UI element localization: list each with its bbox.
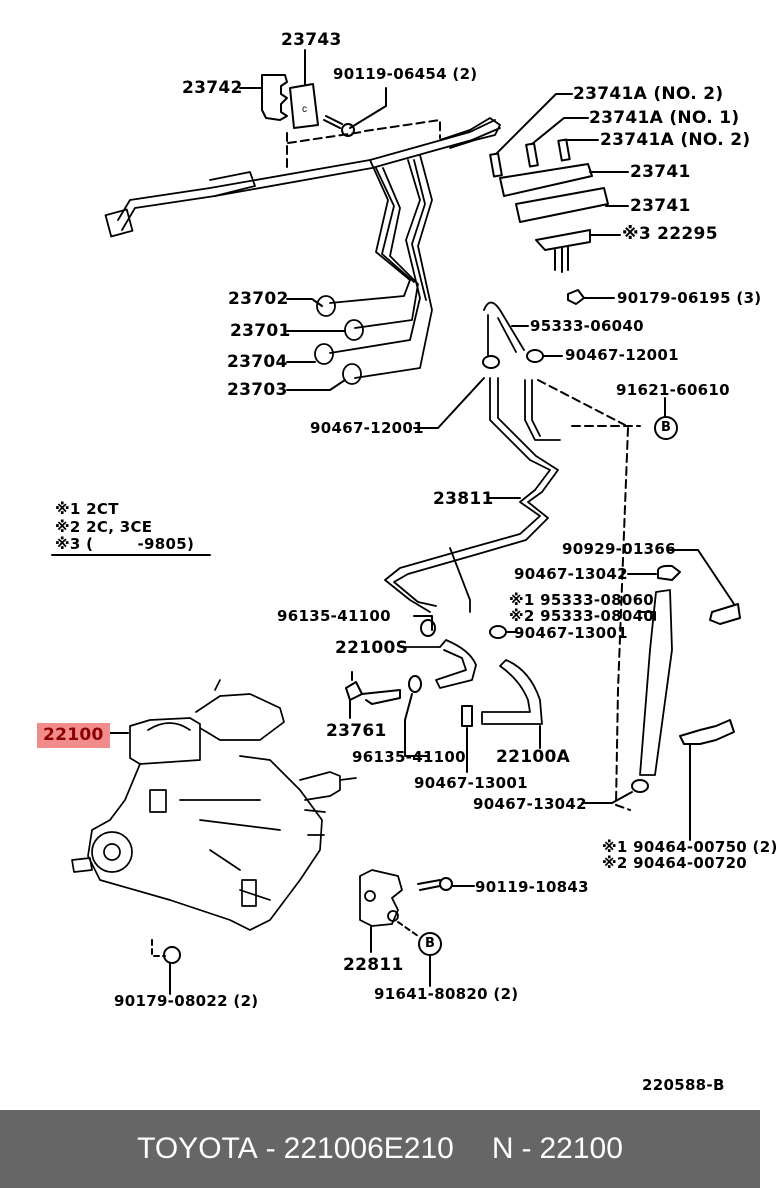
label-23703[interactable]: 23703	[227, 380, 288, 400]
label-23701[interactable]: 23701	[230, 321, 291, 341]
drawing-code: 220588-B	[642, 1076, 725, 1094]
label-23741a-no2-top[interactable]: 23741A (NO. 2)	[573, 84, 724, 104]
label-90467-13042-lower[interactable]: 90467-13042	[473, 795, 587, 813]
label-90467-13042-upper[interactable]: 90467-13042	[514, 565, 628, 583]
note-1-mark: ※1	[55, 500, 81, 518]
label-22100-highlighted[interactable]: 22100	[37, 723, 110, 748]
label-91621-60610[interactable]: 91621-60610	[616, 381, 730, 399]
note-1: ※1 2CT	[55, 502, 119, 517]
label-90119-06454[interactable]: 90119-06454 (2)	[333, 65, 478, 83]
label-96135-41100-lower[interactable]: 96135-41100	[352, 748, 466, 766]
note-1-text: 2CT	[86, 500, 119, 518]
label-23811[interactable]: 23811	[433, 489, 494, 509]
label-22100s[interactable]: 22100S	[335, 638, 409, 658]
note-3-text: ( -9805)	[86, 535, 195, 553]
bracket-22811-shape	[359, 869, 403, 927]
callout-b-upper: B	[654, 416, 678, 440]
note-2-text: 2C, 3CE	[86, 518, 153, 536]
label-90179-08022[interactable]: 90179-08022 (2)	[114, 992, 259, 1010]
svg-text:c: c	[302, 104, 307, 115]
label-90179-06195[interactable]: 90179-06195 (3)	[617, 289, 762, 307]
footer-brand: TOYOTA	[137, 1132, 258, 1165]
label-23704[interactable]: 23704	[227, 352, 288, 372]
label-96135-41100-upper[interactable]: 96135-41100	[277, 607, 391, 625]
label-90464-00750[interactable]: ※1 90464-00750 (2)	[602, 838, 778, 856]
footer-separator-2: -	[521, 1132, 532, 1165]
label-90119-10843[interactable]: 90119-10843	[475, 878, 589, 896]
note-2-mark: ※2	[55, 518, 81, 536]
label-23702[interactable]: 23702	[228, 289, 289, 309]
label-95333-08040[interactable]: ※2 95333-08040	[509, 607, 655, 625]
injection-pipes-shape	[104, 117, 501, 385]
note-2: ※2 2C, 3CE	[55, 520, 152, 535]
label-91641-80820[interactable]: 91641-80820 (2)	[374, 985, 519, 1003]
label-23761[interactable]: 23761	[326, 721, 387, 741]
label-23741-lower[interactable]: 23741	[630, 196, 691, 216]
parts-diagram: c	[37, 30, 778, 1094]
label-22811[interactable]: 22811	[343, 955, 404, 975]
note-3: ※3 ( -9805)	[55, 537, 194, 552]
footer-bar: TOYOTA - 221006E210 N - 22100	[0, 1110, 760, 1188]
label-95333-06040[interactable]: 95333-06040	[530, 317, 644, 335]
label-22295[interactable]: ※3 22295	[622, 224, 718, 244]
label-90467-12001-upper[interactable]: 90467-12001	[565, 346, 679, 364]
label-23741a-no2-bottom[interactable]: 23741A (NO. 2)	[600, 130, 751, 150]
label-90467-13001-lower[interactable]: 90467-13001	[414, 774, 528, 792]
label-90929-01366[interactable]: 90929-01366	[562, 540, 676, 558]
callout-b-lower: B	[418, 932, 442, 956]
diagram-drawing: c	[51, 49, 741, 995]
clamp-23741-shapes	[489, 138, 609, 273]
clamp-23743-shape: c	[289, 83, 319, 129]
note-3-mark: ※3	[55, 535, 81, 553]
label-23742[interactable]: 23742	[182, 78, 243, 98]
label-90467-12001-lower[interactable]: 90467-12001	[310, 419, 424, 437]
footer-part-number: 221006E210	[283, 1132, 454, 1165]
clamp-23742-shape	[261, 74, 288, 121]
footer-ref-prefix: N	[491, 1132, 514, 1165]
label-22100a[interactable]: 22100A	[496, 747, 571, 767]
injection-pump-shape	[71, 679, 357, 931]
footer-ref-number: 22100	[539, 1132, 623, 1165]
label-95333-08060[interactable]: ※1 95333-08060	[509, 591, 655, 609]
label-90467-13001-upper[interactable]: 90467-13001	[514, 624, 628, 642]
label-23743[interactable]: 23743	[281, 30, 342, 50]
pipe-23811-shape	[384, 377, 561, 613]
bolt-90119-06454-shape	[323, 115, 355, 137]
label-90464-00720[interactable]: ※2 90464-00720	[602, 854, 748, 872]
footer-separator-1: -	[265, 1132, 276, 1165]
label-23741a-no1[interactable]: 23741A (NO. 1)	[589, 108, 740, 128]
label-23741-upper[interactable]: 23741	[630, 162, 691, 182]
